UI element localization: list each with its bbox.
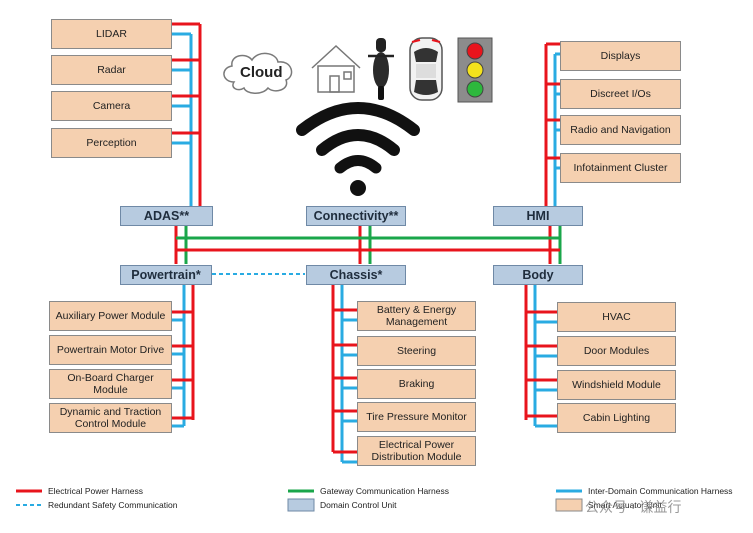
watermark-text: 公众号 · 谦益行 [585,499,682,515]
chassis-harness [331,285,357,464]
wifi-icon [296,102,420,196]
legend-inter-domain-label: Inter-Domain Communication Harness [588,486,733,496]
motorcycle-icon [368,38,394,100]
module-discreet-ios[interactable]: Discreet I/Os [560,79,681,109]
module-door-modules[interactable]: Door Modules [557,336,676,366]
hmi-harness [544,42,560,207]
module-hvac[interactable]: HVAC [557,302,676,332]
module-tire-pressure-monitor[interactable]: Tire Pressure Monitor [357,402,476,432]
backbone [174,225,562,275]
body-harness [524,285,557,428]
module-dynamic-traction-control[interactable]: Dynamic and Traction Control Module [49,403,172,433]
adas-harness [172,22,202,207]
module-displays[interactable]: Displays [560,41,681,71]
cloud-icon [223,52,293,94]
module-steering[interactable]: Steering [357,336,476,366]
legend-domain-unit-label: Domain Control Unit [320,500,397,510]
domain-chassis[interactable]: Chassis* [306,265,406,285]
module-electrical-power-distribution[interactable]: Electrical Power Distribution Module [357,436,476,466]
module-braking[interactable]: Braking [357,369,476,399]
module-perception[interactable]: Perception [51,128,172,158]
module-battery-energy[interactable]: Battery & Energy Management [357,301,476,331]
module-radar[interactable]: Radar [51,55,172,85]
domain-hmi[interactable]: HMI [493,206,583,226]
module-auxiliary-power[interactable]: Auxiliary Power Module [49,301,172,331]
module-camera[interactable]: Camera [51,91,172,121]
legend-swatches [16,489,583,512]
legend-redundant-label: Redundant Safety Communication [48,500,178,510]
module-cabin-lighting[interactable]: Cabin Lighting [557,403,676,433]
module-radio-navigation[interactable]: Radio and Navigation [560,115,681,145]
module-infotainment-cluster[interactable]: Infotainment Cluster [560,153,681,183]
cloud-label: Cloud [240,64,283,81]
car-icon [409,37,443,101]
domain-connectivity[interactable]: Connectivity** [306,206,406,226]
module-windshield[interactable]: Windshield Module [557,370,676,400]
module-onboard-charger[interactable]: On-Board Charger Module [49,369,172,399]
legend-gateway-label: Gateway Communication Harness [320,486,449,496]
traffic-light-icon [457,37,493,103]
legend-smart-actuator-label: Smart Actuator Unit [588,500,662,510]
powertrain-harness [172,285,195,428]
house-icon [311,44,361,93]
module-powertrain-motor-drive[interactable]: Powertrain Motor Drive [49,335,172,365]
domain-powertrain[interactable]: Powertrain* [120,265,212,285]
domain-body[interactable]: Body [493,265,583,285]
legend-power-label: Electrical Power Harness [48,486,143,496]
domain-adas[interactable]: ADAS** [120,206,213,226]
module-lidar[interactable]: LIDAR [51,19,172,49]
